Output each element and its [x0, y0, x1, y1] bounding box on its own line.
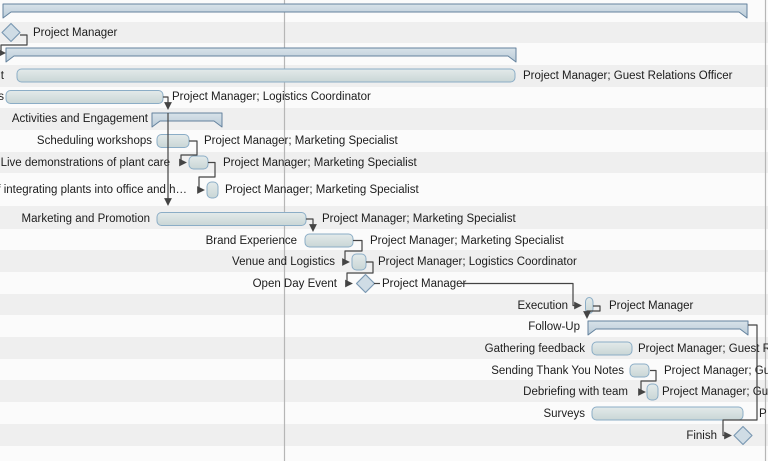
- row-band: [0, 380, 768, 402]
- task-label: Follow-Up: [528, 321, 580, 333]
- task-bar[interactable]: [206, 181, 219, 199]
- row-band: [0, 250, 768, 272]
- summary-bar[interactable]: [151, 112, 223, 128]
- resource-label: P: [759, 407, 767, 420]
- task-bar[interactable]: [629, 363, 650, 378]
- row-band: [0, 173, 768, 206]
- dependency-connector: [638, 369, 657, 396]
- dependency-connector: [179, 140, 198, 167]
- resource-label: Project Manager; Gues: [664, 364, 768, 377]
- task-label: s of integrating plants into office and …: [0, 184, 187, 196]
- task-label: Finish: [686, 429, 717, 442]
- task-label: Surveys: [543, 407, 585, 420]
- summary-bar[interactable]: [587, 320, 749, 336]
- resource-label: Project Manager: [609, 299, 694, 312]
- dependency-connector: [583, 305, 601, 319]
- resource-label: Project Manager; Guest Rela: [638, 342, 768, 355]
- row-band: [0, 358, 768, 380]
- row-band: [0, 445, 768, 461]
- row-band: [0, 130, 768, 152]
- dependency-connector: [461, 282, 582, 310]
- task-bar[interactable]: [646, 383, 659, 401]
- task-bar[interactable]: [16, 68, 516, 83]
- row-band: [0, 423, 768, 446]
- resource-label: Project Manager; Logistics Coordinator: [172, 91, 371, 103]
- task-label: Sending Thank You Notes: [491, 364, 624, 377]
- dependency-connector: [163, 96, 172, 110]
- row-band: [0, 271, 768, 294]
- row-band: [0, 401, 768, 424]
- dependency-connector: [722, 324, 758, 440]
- resource-label: Project Manager; Marketing Specialist: [204, 135, 398, 147]
- task-label: Gathering feedback: [484, 342, 585, 355]
- row-band: [0, 21, 768, 43]
- task-bar[interactable]: [591, 341, 633, 356]
- dependency-connector: [0, 34, 28, 57]
- row-band: [0, 315, 768, 337]
- milestone-diamond[interactable]: [355, 273, 376, 294]
- row-band: [0, 336, 768, 359]
- resource-label: Project Manager; Gues: [662, 386, 768, 398]
- task-label: Brand Experience: [205, 234, 297, 247]
- task-label: Marketing and Promotion: [21, 213, 150, 225]
- resource-label: Project Manager; Logistics Coordinator: [378, 256, 577, 268]
- row-band: [0, 86, 768, 108]
- task-label: t: [0, 69, 4, 82]
- dependency-connector: [306, 218, 317, 232]
- dependency-connector: [345, 261, 374, 288]
- task-bar[interactable]: [591, 406, 744, 421]
- row-band: [0, 228, 768, 250]
- resource-label: Project Manager; Marketing Specialist: [223, 156, 417, 169]
- task-label: s: [0, 91, 4, 103]
- dependency-connector: [342, 239, 363, 266]
- resource-label: Project Manager; Guest Relations Officer: [523, 69, 733, 82]
- summary-bar[interactable]: [5, 47, 517, 63]
- resource-label: Project Manager: [382, 277, 467, 290]
- milestone-diamond[interactable]: [733, 425, 753, 446]
- milestone-diamond[interactable]: [1, 22, 21, 43]
- resource-label: Project Manager; Marketing Specialist: [225, 184, 419, 196]
- row-band: [0, 293, 768, 315]
- task-label: Open Day Event: [252, 277, 337, 290]
- resource-label: Project Manager; Marketing Specialist: [370, 234, 564, 247]
- task-label: Activities and Engagement: [11, 113, 148, 125]
- resource-label: Project Manager: [33, 26, 118, 39]
- task-label: Scheduling workshops: [36, 135, 152, 147]
- summary-bar[interactable]: [2, 3, 748, 19]
- task-label: Venue and Logistics: [232, 256, 335, 268]
- resource-label: Project Manager; Marketing Specialist: [322, 213, 516, 225]
- task-label: Execution: [517, 299, 568, 312]
- task-label: Live demonstrations of plant care: [0, 156, 170, 169]
- task-label: Debriefing with team: [523, 386, 628, 398]
- dependency-connector: [197, 161, 216, 194]
